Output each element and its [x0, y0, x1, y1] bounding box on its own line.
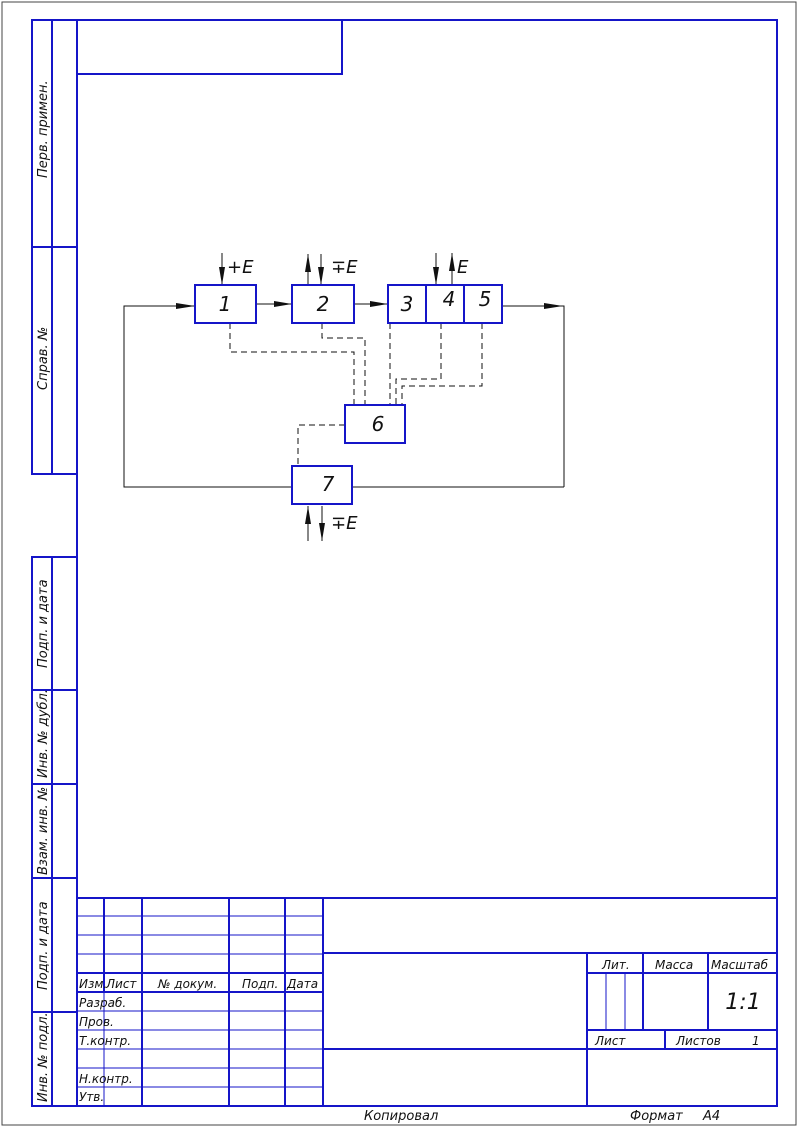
- arrow-power-b2-up: [305, 254, 311, 272]
- label-perv-primen: Перв. примен.: [36, 80, 51, 178]
- block-2: 2: [291, 284, 355, 324]
- dash-b2-b6: [321, 323, 366, 405]
- label-masshtab: Масштаб: [711, 958, 769, 972]
- dash-b5-b6: [401, 323, 483, 405]
- arrow-power-b2-down: [318, 267, 324, 285]
- footer-format: Формат: [630, 1109, 683, 1124]
- role-prov: Пров.: [79, 1015, 114, 1029]
- svg-text:3: 3: [401, 292, 414, 316]
- role-utv: Утв.: [79, 1090, 104, 1104]
- arrow-power-b7-down: [319, 523, 325, 541]
- col-n-dokum: № докум.: [157, 977, 217, 991]
- col-podp: Подп.: [242, 977, 278, 991]
- label-inv-dubl: Инв. № дубл.: [36, 689, 51, 778]
- svg-text:4: 4: [443, 287, 456, 311]
- block-diagram: 1 2 3 4 5 6 7 +E ∓E E ∓E: [123, 253, 565, 541]
- dash-b6-b7: [297, 424, 345, 466]
- arrow-into-b1: [176, 303, 195, 309]
- label-sprav-no: Справ. №: [36, 327, 51, 390]
- arrow-into-b2: [274, 301, 292, 307]
- title-block: Изм. Лист № докум. Подп. Дата Разраб. Пр…: [77, 897, 777, 1106]
- label-lit: Лит.: [601, 958, 630, 972]
- arrow-power-b4-up: [449, 253, 455, 271]
- feedback-loop-line: [123, 305, 292, 488]
- footer-kopiroval: Копировал: [364, 1109, 438, 1124]
- col-list: Лист: [105, 977, 137, 991]
- arrow-power-b1: [219, 267, 225, 285]
- label-list: Лист: [594, 1034, 626, 1048]
- arrow-output: [544, 303, 563, 309]
- block-6: 6: [344, 404, 406, 444]
- label-podp-data-2: Подп. и дата: [36, 901, 51, 990]
- label-podp-data-1: Подп. и дата: [36, 579, 51, 668]
- power-label-b7: ∓E: [331, 513, 358, 534]
- listov-value: 1: [752, 1034, 760, 1048]
- arrow-into-b3: [370, 301, 388, 307]
- col-izm: Изм.: [79, 977, 107, 991]
- dash-b1-b6: [229, 323, 355, 405]
- role-razrab: Разраб.: [79, 996, 126, 1010]
- svg-text:2: 2: [317, 292, 330, 316]
- svg-text:5: 5: [479, 287, 492, 311]
- block-7: 7: [291, 465, 353, 505]
- power-label-b4: E: [457, 257, 469, 278]
- arrow-power-b7-up: [305, 506, 311, 524]
- output-line: [502, 305, 565, 487]
- block-1: 1: [194, 284, 257, 324]
- masshtab-value: 1:1: [725, 990, 760, 1015]
- arrow-power-b4-down: [433, 267, 439, 285]
- label-inv-podl: Инв. № подл.: [36, 1012, 51, 1102]
- block-4: 4: [425, 284, 465, 324]
- main-frame: [76, 19, 778, 1107]
- power-label-b1: +E: [227, 257, 254, 278]
- svg-text:6: 6: [372, 412, 385, 436]
- svg-text:1: 1: [219, 292, 232, 316]
- svg-text:7: 7: [322, 472, 335, 496]
- footer-format-value: A4: [702, 1109, 720, 1124]
- left-strip-upper: [31, 19, 78, 475]
- role-t-kontr: Т.контр.: [79, 1034, 131, 1048]
- block-3: 3: [387, 284, 427, 324]
- left-strip-lower: [31, 556, 78, 1107]
- power-label-b2: ∓E: [331, 257, 358, 278]
- label-massa: Масса: [655, 958, 693, 972]
- col-data: Дата: [286, 977, 318, 991]
- label-vzam-inv: Взам. инв. №: [36, 787, 51, 875]
- role-n-kontr: Н.контр.: [79, 1072, 133, 1086]
- top-left-box: [76, 19, 343, 75]
- block-5: 5: [463, 284, 503, 324]
- dash-b4-b6: [395, 323, 442, 405]
- label-listov: Листов: [675, 1034, 721, 1048]
